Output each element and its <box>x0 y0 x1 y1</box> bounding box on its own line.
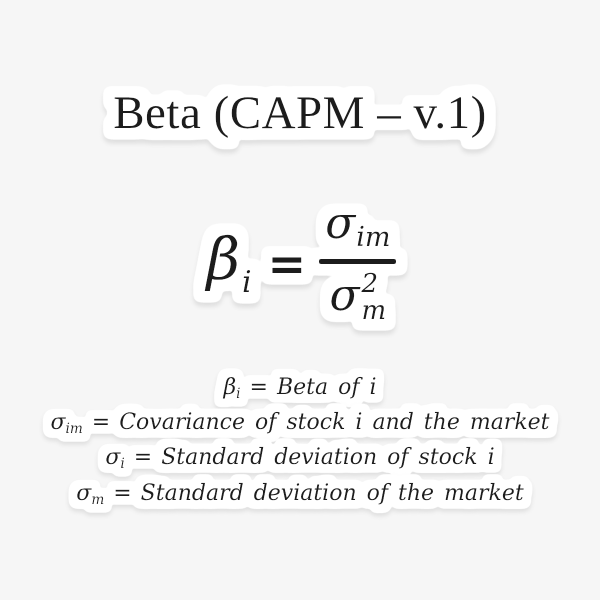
legend-equals: = <box>91 410 111 436</box>
beta-subscript: i <box>242 264 252 300</box>
legend-symbol-subscript: i <box>236 385 241 402</box>
legend-line-sigma-m: σm = Standard deviation of the market <box>66 480 533 509</box>
formula-area: βi = σim σ 2 m <box>0 196 600 332</box>
legend-description: Beta of i <box>276 375 377 400</box>
numerator-subscript: im <box>356 222 391 254</box>
legend-row: σm = Standard deviation of the market <box>0 480 600 509</box>
symbol-legend: βi=Beta of i σim=Covariance of stock i a… <box>0 374 600 515</box>
beta-formula: βi = σim σ 2 m <box>195 196 406 332</box>
legend-row: σim = Covariance of stock i and the market <box>0 409 600 438</box>
legend-equals: = <box>133 445 153 471</box>
legend-line-sigma-im: σim = Covariance of stock i and the market <box>40 409 559 438</box>
sigma-symbol: σ <box>329 269 360 321</box>
legend-symbol-subscript: i <box>120 456 125 473</box>
legend-symbol-subscript: im <box>65 420 83 437</box>
sticker-title: Beta (CAPM – v.1) <box>113 87 487 139</box>
legend-symbol: σ <box>76 480 92 506</box>
legend-row: βi = Beta of i <box>0 374 600 403</box>
formula-lhs: βi <box>207 230 252 298</box>
formula-fraction: σim σ 2 m <box>319 202 397 327</box>
beta-symbol: β <box>206 225 241 294</box>
title-area: Beta (CAPM – v.1) <box>0 86 600 142</box>
fraction-numerator: σim <box>322 202 393 254</box>
denominator-scripts: 2 m <box>361 269 387 327</box>
legend-symbol-subscript: m <box>91 491 105 508</box>
legend-line-beta-i: βi = Beta of i <box>213 374 386 403</box>
legend-description: Covariance of stock i and the market <box>119 410 550 436</box>
legend-equals: = <box>249 375 268 400</box>
legend-description: Standard deviation of stock i <box>161 445 495 471</box>
legend-row: σi = Standard deviation of stock i <box>0 444 600 473</box>
legend-line-sigma-i: σi = Standard deviation of stock i <box>95 444 504 473</box>
sigma-symbol: σ <box>325 198 356 249</box>
denominator-subscript: m <box>361 296 387 327</box>
denominator-superscript: 2 <box>361 269 379 300</box>
legend-equals: = <box>113 480 132 506</box>
formula-equals: = <box>267 236 307 291</box>
legend-symbol: β <box>223 375 237 400</box>
legend-symbol: σ <box>105 445 121 471</box>
fraction-denominator: σ 2 m <box>329 269 387 327</box>
legend-description: Standard deviation of the market <box>140 480 524 506</box>
legend-symbol: σ <box>50 410 66 436</box>
fraction-bar <box>319 259 397 265</box>
